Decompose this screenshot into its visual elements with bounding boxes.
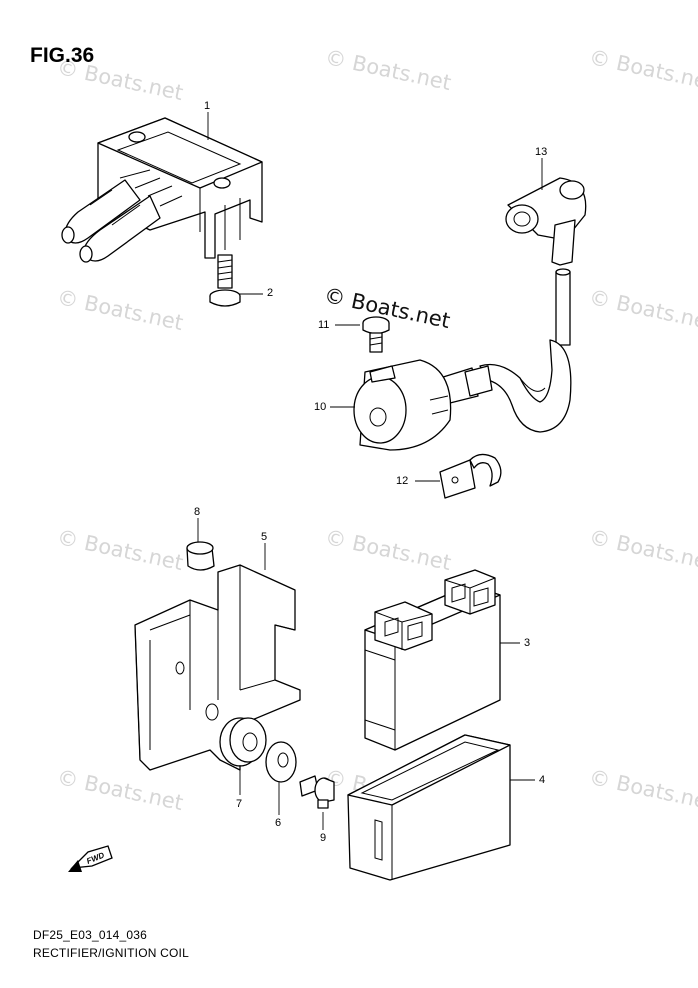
rectifier-drawing [61, 117, 263, 263]
ignition-coil-drawing [353, 339, 572, 451]
callout-7: 7 [236, 798, 243, 810]
bracket-drawing [134, 564, 301, 771]
fwd-arrow-icon: FWD [68, 845, 113, 872]
callout-11: 11 [318, 319, 330, 331]
cdi-unit-drawing [364, 569, 501, 751]
grommet-drawing [219, 717, 267, 767]
washer-drawing [265, 741, 297, 783]
cover-drawing [347, 734, 511, 881]
bolt-11-drawing [362, 316, 390, 353]
callout-5: 5 [261, 531, 268, 543]
callout-6: 6 [275, 817, 282, 829]
callout-12: 12 [396, 475, 409, 487]
figure-caption: RECTIFIER/IGNITION COIL [33, 946, 189, 960]
callout-9: 9 [320, 832, 327, 844]
callout-4: 4 [539, 774, 546, 786]
leader-lines [197, 112, 543, 830]
callout-2: 2 [267, 287, 274, 299]
figure-title: FIG.36 [30, 44, 95, 67]
figure-code: DF25_E03_014_036 [33, 928, 147, 942]
callout-1: 1 [204, 100, 211, 112]
callout-8: 8 [194, 506, 201, 518]
callout-10: 10 [314, 401, 327, 413]
clamp-drawing [439, 453, 502, 499]
callout-3: 3 [524, 637, 531, 649]
plug-cap-drawing [505, 177, 587, 346]
bolt-2-drawing [209, 254, 241, 307]
cap-8-drawing [186, 541, 215, 571]
callout-13: 13 [535, 146, 548, 158]
bolt-9-drawing [299, 775, 335, 809]
